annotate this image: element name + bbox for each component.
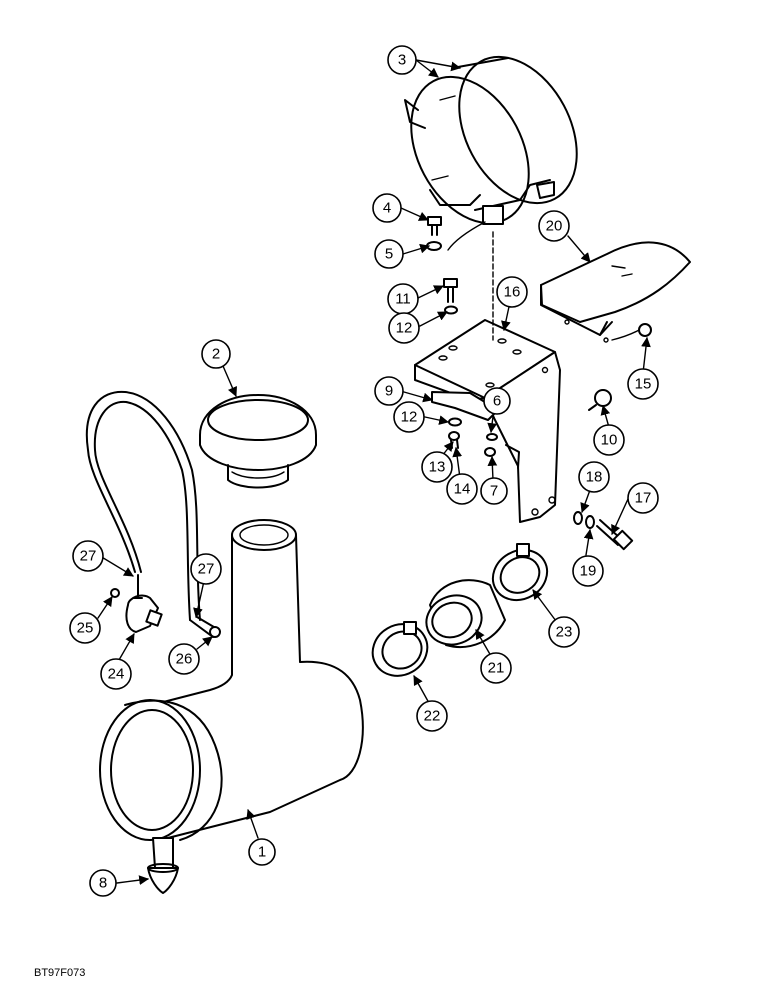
callout-2: 2 xyxy=(201,339,231,369)
svg-text:8: 8 xyxy=(99,875,107,892)
svg-text:23: 23 xyxy=(556,624,573,641)
callout-15: 15 xyxy=(627,368,659,400)
bracket-bolt-part xyxy=(443,278,458,315)
svg-text:24: 24 xyxy=(108,666,125,683)
svg-text:3: 3 xyxy=(398,52,406,69)
svg-text:21: 21 xyxy=(488,660,505,677)
svg-text:12: 12 xyxy=(396,320,413,337)
svg-text:16: 16 xyxy=(504,284,521,301)
callout-20: 20 xyxy=(538,210,570,242)
figure-code: BT97F073 xyxy=(34,967,85,979)
callout-1: 1 xyxy=(248,838,276,866)
svg-text:7: 7 xyxy=(490,483,498,500)
bolt-and-washer-part xyxy=(426,216,486,251)
svg-text:18: 18 xyxy=(586,469,603,486)
svg-text:12: 12 xyxy=(401,409,418,426)
svg-text:27: 27 xyxy=(80,548,97,565)
svg-text:10: 10 xyxy=(601,432,618,449)
callout-6: 6 xyxy=(483,387,511,415)
callout-26: 26 xyxy=(168,643,200,675)
mounting-band-part xyxy=(404,55,578,225)
svg-text:5: 5 xyxy=(385,246,393,263)
callout-11: 11 xyxy=(387,283,419,315)
cover-plate-part xyxy=(540,241,691,343)
svg-text:25: 25 xyxy=(77,620,94,637)
callout-10: 10 xyxy=(593,424,625,456)
air-cleaner-body-part xyxy=(99,519,364,894)
svg-text:2: 2 xyxy=(212,346,220,363)
svg-text:13: 13 xyxy=(429,459,446,476)
svg-text:6: 6 xyxy=(493,393,501,410)
callout-7: 7 xyxy=(480,477,508,505)
restriction-indicator-parts xyxy=(110,574,221,638)
svg-text:15: 15 xyxy=(635,376,652,393)
callout-12-mid: 12 xyxy=(393,401,425,433)
clip-fastener-part xyxy=(611,323,652,341)
callout-23: 23 xyxy=(548,616,580,648)
callout-22: 22 xyxy=(416,700,448,732)
svg-text:27: 27 xyxy=(198,561,215,578)
callout-27-left: 27 xyxy=(72,540,104,572)
callout-14: 14 xyxy=(446,473,478,505)
callout-17: 17 xyxy=(627,482,659,514)
callout-9: 9 xyxy=(374,376,404,406)
callout-27-right: 27 xyxy=(190,553,222,585)
svg-text:17: 17 xyxy=(635,490,652,507)
hose-and-clamps-parts xyxy=(371,543,549,677)
callout-8: 8 xyxy=(89,869,117,897)
callout-16: 16 xyxy=(496,276,528,308)
callout-3: 3 xyxy=(387,45,417,75)
small-hardware-parts xyxy=(431,391,499,457)
callout-21: 21 xyxy=(480,652,512,684)
svg-text:26: 26 xyxy=(176,651,193,668)
svg-text:4: 4 xyxy=(383,200,391,217)
svg-text:9: 9 xyxy=(385,383,393,400)
svg-text:20: 20 xyxy=(546,218,563,235)
svg-text:1: 1 xyxy=(258,844,266,861)
vacuator-hose-part xyxy=(85,390,220,638)
callout-18: 18 xyxy=(578,461,610,493)
callout-labels: 3 4 5 20 11 16 12 2 9 15 12 6 10 13 14 7… xyxy=(69,45,659,897)
bracket-fastener-part xyxy=(588,389,612,411)
callout-4: 4 xyxy=(372,193,402,223)
callout-19: 19 xyxy=(572,555,604,587)
callout-13: 13 xyxy=(421,451,453,483)
side-bolt-parts xyxy=(573,511,634,551)
svg-text:22: 22 xyxy=(424,708,441,725)
svg-text:19: 19 xyxy=(580,563,597,580)
callout-5: 5 xyxy=(374,239,404,269)
svg-text:11: 11 xyxy=(395,291,411,308)
precleaner-cap-part xyxy=(199,394,317,489)
svg-text:14: 14 xyxy=(454,481,471,498)
callout-25: 25 xyxy=(69,612,101,644)
callout-24: 24 xyxy=(100,658,132,690)
callout-12-top: 12 xyxy=(388,312,420,344)
